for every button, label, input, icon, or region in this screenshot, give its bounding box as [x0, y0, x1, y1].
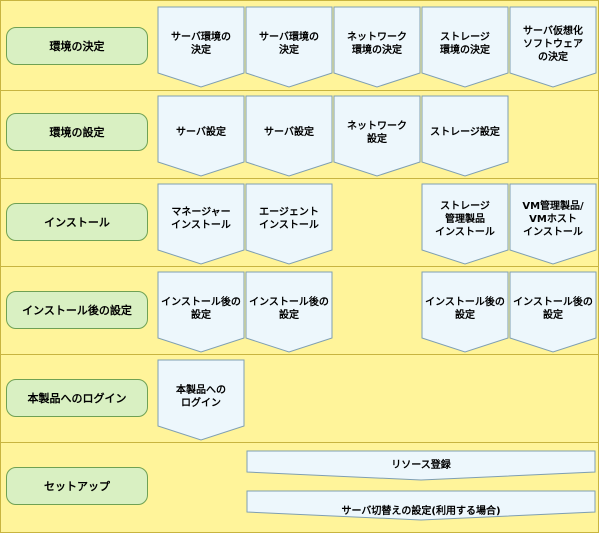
step-label: サーバ環境の 決定: [171, 32, 231, 56]
phase-post-install: インストール後の設定: [6, 291, 148, 329]
step-label: マネージャー インストール: [171, 207, 231, 231]
step-label: サーバ環境の 決定: [259, 32, 319, 56]
step-server-config-1: サーバ設定: [157, 95, 245, 177]
step-label: サーバ仮想化 ソフトウェア の決定: [523, 26, 583, 63]
step-post-install-4: インストール後の 設定: [509, 271, 597, 353]
step-label: ネットワーク 環境の決定: [347, 32, 407, 56]
step-label: ストレージ設定: [430, 127, 500, 138]
step-label: VM管理製品/ VMホスト インストール: [522, 201, 584, 238]
step-label: サーバ切替えの設定(利用する場合): [341, 506, 501, 517]
step-label: サーバ設定: [176, 127, 226, 138]
step-resource-register: リソース登録: [246, 450, 596, 481]
step-vm-mgmt-install: VM管理製品/ VMホスト インストール: [509, 183, 597, 265]
step-agent-install: エージェント インストール: [245, 183, 333, 265]
phase-setup: セットアップ: [6, 467, 148, 505]
step-label: エージェント インストール: [259, 207, 319, 231]
step-network-env-decide: ネットワーク 環境の決定: [333, 6, 421, 88]
step-label: インストール後の 設定: [513, 297, 593, 321]
step-product-login: 本製品への ログイン: [157, 359, 245, 441]
step-manager-install: マネージャー インストール: [157, 183, 245, 265]
step-storage-env-decide: ストレージ 環境の決定: [421, 6, 509, 88]
step-label: インストール後の 設定: [425, 297, 505, 321]
step-switchover-setting: サーバ切替えの設定(利用する場合): [246, 490, 596, 521]
step-label: ネットワーク 設定: [347, 121, 407, 145]
step-label: ストレージ 管理製品 インストール: [435, 201, 495, 238]
step-post-install-1: インストール後の 設定: [157, 271, 245, 353]
step-storage-config: ストレージ設定: [421, 95, 509, 177]
step-server-env-decide-2: サーバ環境の 決定: [245, 6, 333, 88]
step-storage-mgmt-install: ストレージ 管理製品 インストール: [421, 183, 509, 265]
step-post-install-3: インストール後の 設定: [421, 271, 509, 353]
step-label: 本製品への ログイン: [176, 385, 226, 409]
step-network-config: ネットワーク 設定: [333, 95, 421, 177]
step-server-env-decide-1: サーバ環境の 決定: [157, 6, 245, 88]
step-server-config-2: サーバ設定: [245, 95, 333, 177]
step-label: インストール後の 設定: [249, 297, 329, 321]
step-label: サーバ設定: [264, 127, 314, 138]
phase-configure: 環境の設定: [6, 113, 148, 151]
step-virtualization-decide: サーバ仮想化 ソフトウェア の決定: [509, 6, 597, 88]
step-label: リソース登録: [391, 460, 451, 471]
phase-install: インストール: [6, 203, 148, 241]
step-post-install-2: インストール後の 設定: [245, 271, 333, 353]
phase-decide: 環境の決定: [6, 27, 148, 65]
phase-login: 本製品へのログイン: [6, 379, 148, 417]
step-label: インストール後の 設定: [161, 297, 241, 321]
step-label: ストレージ 環境の決定: [440, 32, 490, 56]
